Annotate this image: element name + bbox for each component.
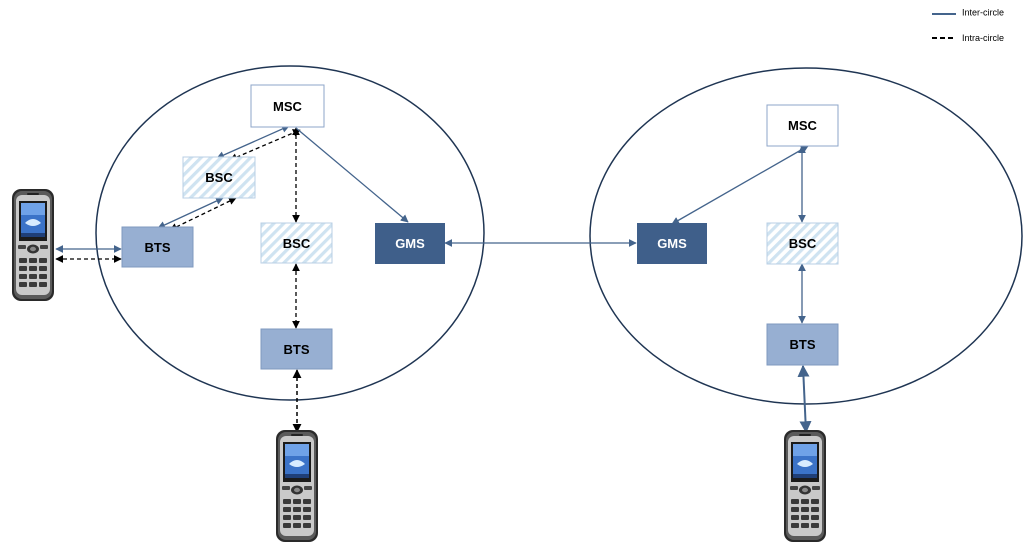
- gms-left-label: GMS: [395, 236, 425, 251]
- bsc-center-node[interactable]: BSC: [260, 222, 333, 264]
- link-msc-gms-right: [671, 145, 809, 225]
- mobile-phone-icon[interactable]: [12, 189, 54, 301]
- legend: Inter-circle Intra-circle: [932, 8, 1004, 43]
- bts-left-node[interactable]: BTS: [121, 226, 194, 268]
- link-bsc-bts-left-intra: [169, 197, 237, 231]
- bts-bottom-label: BTS: [284, 342, 310, 357]
- bsc-upper-node[interactable]: BSC: [182, 156, 256, 199]
- link-bsc-bts-left-inter: [157, 197, 224, 229]
- legend-inter-label: Inter-circle: [962, 8, 1004, 18]
- bts-right-node[interactable]: BTS: [766, 323, 839, 366]
- mobile-phone-icon[interactable]: [784, 430, 826, 542]
- bts-bottom-node[interactable]: BTS: [260, 328, 333, 370]
- link-msc-gms-left: [295, 127, 409, 223]
- gms-right-label: GMS: [657, 236, 687, 251]
- bsc-upper-label: BSC: [205, 170, 233, 185]
- link-msc-bsc-upper-inter: [216, 125, 290, 159]
- msc-right-label: MSC: [788, 118, 818, 133]
- link-bts-phone-right: [797, 364, 812, 434]
- gms-left-node[interactable]: GMS: [375, 223, 445, 264]
- gms-right-node[interactable]: GMS: [637, 223, 707, 264]
- connectors: [55, 125, 812, 434]
- bsc-center-label: BSC: [283, 236, 311, 251]
- msc-left-label: MSC: [273, 99, 303, 114]
- msc-right-node[interactable]: MSC: [766, 104, 839, 147]
- legend-intra-label: Intra-circle: [962, 33, 1004, 43]
- msc-left-node[interactable]: MSC: [250, 84, 325, 128]
- bsc-right-node[interactable]: BSC: [766, 222, 839, 265]
- link-msc-bsc-upper-intra: [229, 129, 301, 161]
- mobile-phone-icon[interactable]: [276, 430, 318, 542]
- bsc-right-label: BSC: [789, 236, 817, 251]
- bts-left-label: BTS: [145, 240, 171, 255]
- bts-right-label: BTS: [790, 337, 816, 352]
- left-network-circle: [95, 65, 485, 401]
